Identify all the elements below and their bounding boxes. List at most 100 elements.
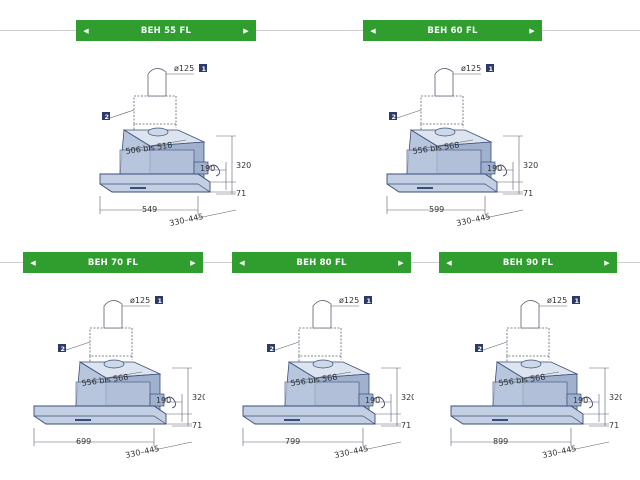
panel-height-label: 71 — [609, 421, 619, 430]
power-cable — [494, 164, 508, 177]
depth-label: 330–445 — [169, 212, 205, 228]
panel-height-label: 71 — [236, 189, 246, 198]
leader-callout-2 — [482, 341, 508, 351]
dimension-line-outlet — [497, 162, 514, 190]
duct-diameter-label: ø125 — [339, 296, 359, 305]
dimension-line-width — [450, 428, 572, 446]
model-header-bar: ◀ BEH 70 FL ▶ — [23, 252, 203, 273]
leader-callout-2 — [274, 341, 300, 351]
callout-badge — [486, 64, 494, 72]
row2-separator-mid1 — [203, 262, 232, 263]
outlet-height-label: 190 — [365, 396, 380, 405]
height-label: 320 — [236, 161, 251, 170]
dimension-line-height — [172, 367, 192, 427]
model-title: BEH 90 FL — [502, 257, 554, 268]
hood-handle — [130, 187, 146, 189]
dimension-line-depth — [484, 209, 524, 219]
callout-badge — [475, 344, 483, 352]
dimension-line-inner — [125, 139, 187, 151]
dimension-line-outlet — [210, 162, 227, 190]
panel-height-label: 71 — [523, 189, 533, 198]
hood-handle — [284, 419, 300, 421]
model-title: BEH 70 FL — [87, 257, 139, 268]
hood-front-panel — [33, 405, 167, 425]
model-title: BEH 60 FL — [427, 25, 478, 36]
dimension-line-depth — [153, 441, 193, 451]
duct-outline — [506, 327, 550, 362]
row2-separator-left — [0, 262, 23, 263]
width-label: 699 — [76, 437, 91, 446]
callout-number: 2 — [105, 113, 110, 121]
arrow-right-icon[interactable]: ▶ — [243, 26, 249, 35]
dimension-line-panel — [166, 413, 192, 425]
arrow-right-icon[interactable]: ▶ — [190, 258, 196, 267]
dimension-line-panel — [583, 413, 609, 425]
power-cable — [580, 396, 594, 409]
height-label: 320 — [609, 393, 622, 402]
row1-separator-middle — [256, 30, 363, 31]
callout-number: 1 — [202, 65, 207, 73]
dimension-line-panel — [375, 413, 401, 425]
dimension-line-height — [503, 135, 523, 195]
duct-pipe — [434, 68, 454, 97]
callout-badge — [199, 64, 207, 72]
duct-outline — [420, 95, 464, 130]
duct-diameter-label: ø125 — [174, 64, 194, 73]
dimension-line-width — [33, 428, 155, 446]
depth-label: 330–445 — [456, 212, 492, 228]
arrow-left-icon[interactable]: ◀ — [239, 258, 245, 267]
fan-opening — [434, 127, 456, 137]
dimension-line-width — [242, 428, 364, 446]
fan-opening — [103, 359, 125, 369]
dimension-line-inner — [81, 371, 143, 383]
duct-diameter-label: ø125 — [547, 296, 567, 305]
dimension-line-width — [99, 196, 199, 214]
callout-number: 2 — [392, 113, 397, 121]
dimension-line-panel — [210, 181, 236, 193]
arrow-left-icon[interactable]: ◀ — [446, 258, 452, 267]
panel-height-label: 71 — [192, 421, 202, 430]
arrow-left-icon[interactable]: ◀ — [30, 258, 36, 267]
callout-number: 1 — [158, 297, 163, 305]
dimension-line-width — [386, 196, 486, 214]
duct-diameter-label: ø125 — [461, 64, 481, 73]
callout-badge — [267, 344, 275, 352]
duct-pipe — [520, 300, 540, 329]
hood-front-panel-edge — [34, 415, 167, 425]
height-label: 320 — [401, 393, 414, 402]
dimension-line-height — [216, 135, 236, 195]
arrow-left-icon[interactable]: ◀ — [370, 26, 376, 35]
callout-number: 2 — [270, 345, 275, 353]
arrow-left-icon[interactable]: ◀ — [83, 26, 89, 35]
fan-opening — [520, 359, 542, 369]
depth-label: 330–445 — [334, 444, 370, 460]
callout-badge — [572, 296, 580, 304]
hood-front-panel — [450, 405, 584, 425]
model-header-bar: ◀ BEH 90 FL ▶ — [439, 252, 617, 273]
callout-badge — [364, 296, 372, 304]
hood-handle — [417, 187, 433, 189]
row1-separator-left — [0, 30, 76, 31]
duct-outline — [133, 95, 177, 130]
arrow-right-icon[interactable]: ▶ — [604, 258, 610, 267]
hood-handle — [75, 419, 91, 421]
panel-height-label: 71 — [401, 421, 411, 430]
height-label: 320 — [192, 393, 205, 402]
hood-front-panel-edge — [387, 183, 498, 193]
model-title: BEH 80 FL — [296, 257, 347, 268]
dimension-line-panel — [497, 181, 523, 193]
hood-front-panel-edge — [451, 415, 584, 425]
arrow-right-icon[interactable]: ▶ — [398, 258, 404, 267]
outlet-height-label: 190 — [200, 164, 215, 173]
arrow-right-icon[interactable]: ▶ — [529, 26, 535, 35]
dimension-line-depth — [362, 441, 402, 451]
duct-outline — [298, 327, 342, 362]
dimension-line-depth — [570, 441, 610, 451]
power-cable — [372, 396, 386, 409]
hood-front-panel — [242, 405, 376, 425]
leader-callout-2 — [109, 109, 135, 119]
outlet-height-label: 190 — [156, 396, 171, 405]
